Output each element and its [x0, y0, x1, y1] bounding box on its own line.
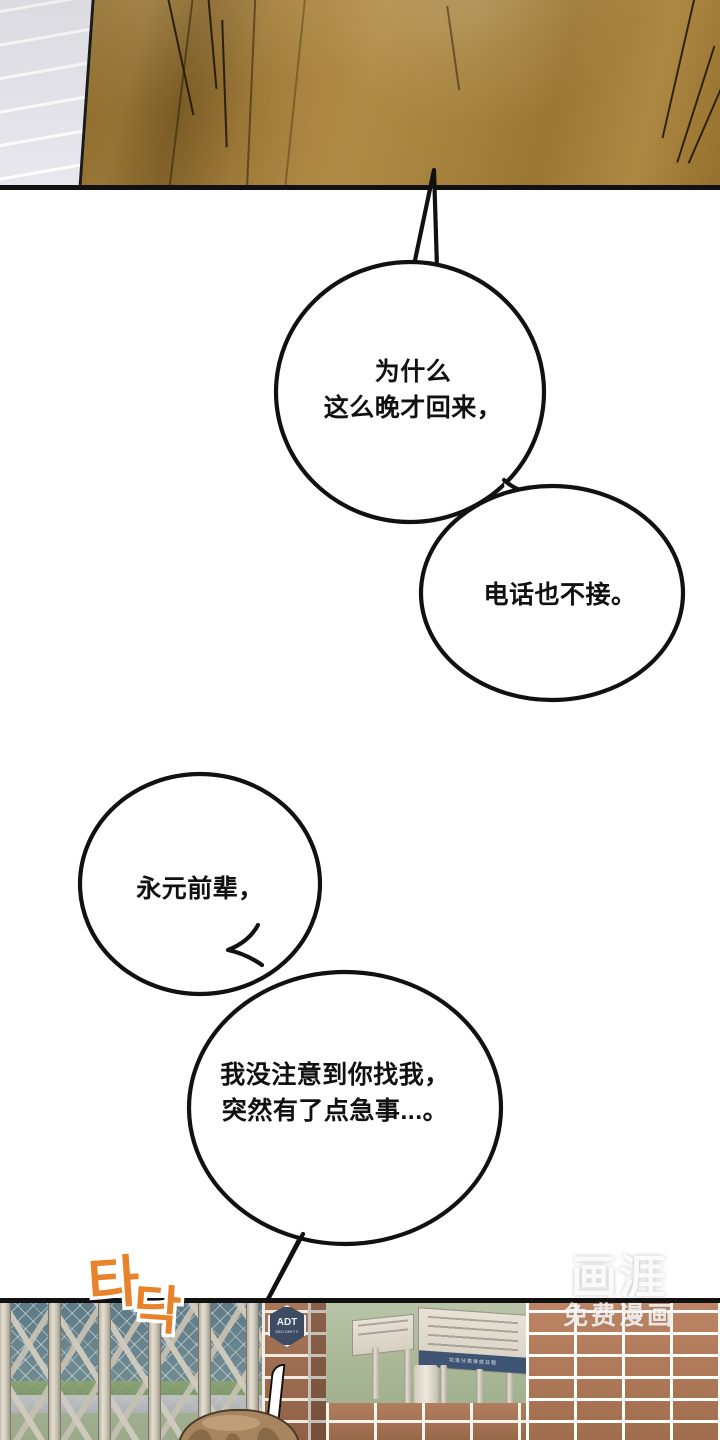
brick-wall-right — [526, 1303, 720, 1440]
notice-board-slats — [357, 1319, 409, 1343]
panel-bottom: ADT SECURITY 垃圾分类排放日程 — [0, 1298, 720, 1440]
bubble-2-text: 电话也不接。 — [483, 581, 637, 609]
gate-post — [148, 1303, 161, 1440]
trousers — [78, 0, 720, 185]
hair-strand — [221, 1432, 247, 1440]
sfx-dak: 닥 — [128, 1276, 187, 1346]
gate-post — [98, 1303, 111, 1440]
notice-board-leg — [372, 1347, 379, 1399]
gate-post — [198, 1303, 211, 1440]
brick-pillar-side — [308, 1303, 326, 1440]
notice-board-leg — [476, 1369, 483, 1413]
watermark-main: 画涯 — [571, 1251, 667, 1303]
notice-board-leg — [404, 1349, 411, 1405]
bubble-1-2-connector — [501, 477, 539, 521]
gate-post — [0, 1303, 11, 1440]
notice-board-box — [414, 1365, 438, 1409]
notice-board-slats — [427, 1315, 519, 1353]
bubble-3-text: 永元前辈， — [136, 875, 264, 903]
bubble-1-text: 为什么 这么晚才回来， — [323, 358, 503, 422]
panel-top — [0, 0, 720, 190]
hair-highlight — [202, 1415, 260, 1431]
gate-post — [48, 1303, 61, 1440]
notice-board-leg — [506, 1373, 513, 1415]
adt-sign-sub: SECURITY — [275, 1329, 299, 1334]
adt-sign-brand: ADT — [276, 1317, 298, 1328]
trousers-shading — [81, 0, 720, 185]
hair-strand — [252, 1424, 288, 1440]
brick-base-wall — [326, 1403, 526, 1440]
gate-post — [246, 1303, 259, 1440]
notice-board-leg — [440, 1365, 447, 1411]
bubble-4-text: 我没注意到你找我， 突然有了点急事...。 — [220, 1061, 450, 1125]
bubble-3-4-connector — [225, 922, 265, 968]
